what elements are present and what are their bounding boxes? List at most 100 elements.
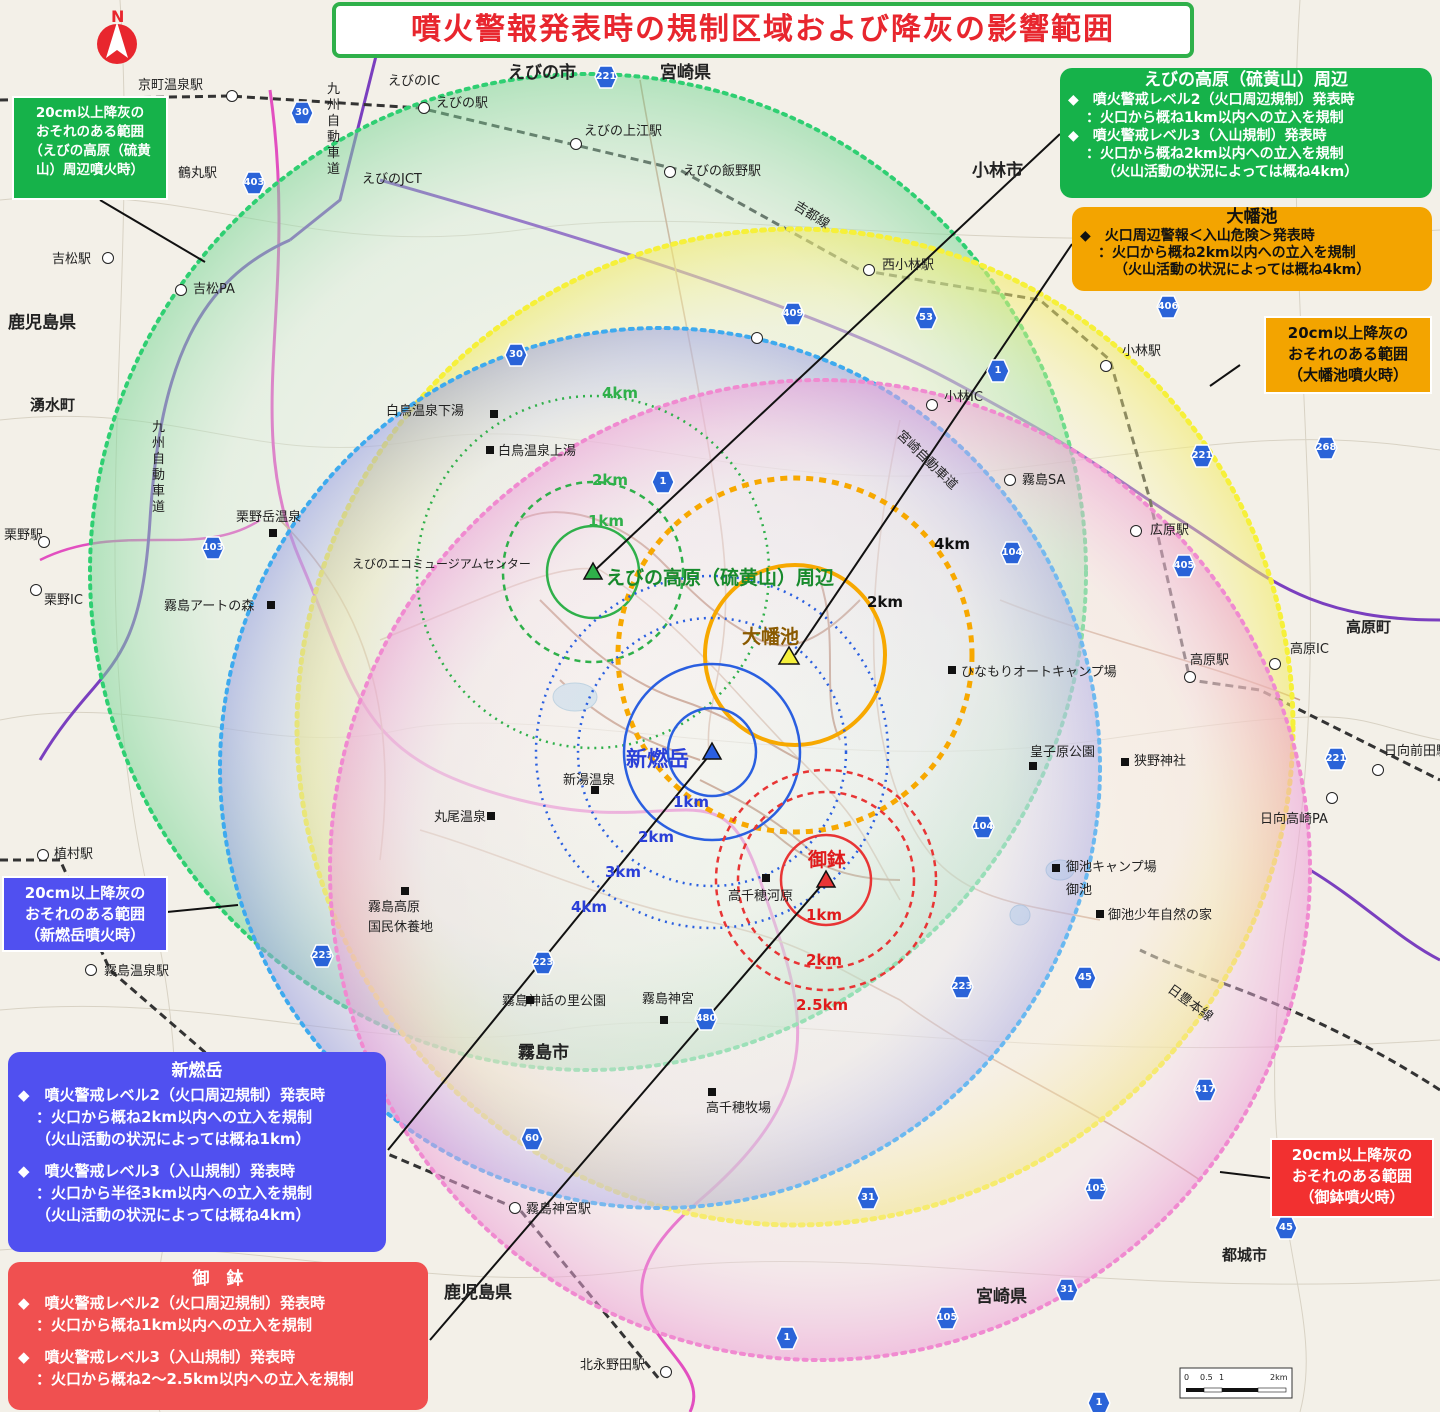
station-marker-icon <box>30 584 42 596</box>
shinmoe-crater-marker <box>701 741 723 760</box>
route-shield-icon: 31 <box>856 1186 880 1210</box>
route-shield-icon: 1 <box>1087 1391 1111 1412</box>
place-kogoharu: 皇子原公園 <box>1030 745 1096 760</box>
route-shield-icon: 268 <box>1314 436 1338 460</box>
station-marker-icon <box>85 964 97 976</box>
place-art-mori: 霧島アートの森 <box>164 599 255 614</box>
scale-bar <box>1179 1367 1293 1399</box>
place-kobayashi-city: 小林市 <box>972 161 1023 181</box>
km-shinmoe-1: 1km <box>673 793 710 811</box>
info-box-ohata: 大幡池 ◆ 火口周辺警報＜入山危険＞発表時 ：火口から概ね2km以内への立入を規… <box>1072 207 1432 291</box>
station-marker-icon <box>1184 671 1196 683</box>
leader-lines <box>99 133 1271 1341</box>
place-hinamori: ひなもりオートキャンプ場 <box>961 665 1117 680</box>
ohachi-crater-marker <box>815 869 837 888</box>
place-miike-camp: 御池キャンプ場 <box>1066 860 1157 875</box>
km-ohata-2: 2km <box>867 593 904 611</box>
station-marker-icon <box>509 1202 521 1214</box>
route-shield-icon: 30 <box>290 101 314 125</box>
route-shield-icon: 223 <box>950 975 974 999</box>
place-miyazaki-ken-2: 宮崎県 <box>976 1287 1027 1307</box>
scale-05: 0.5 <box>1200 1373 1213 1382</box>
station-marker-icon <box>863 264 875 276</box>
station-marker-icon <box>38 536 50 548</box>
km-ebino-1: 1km <box>588 512 625 530</box>
scale-2km: 2km <box>1270 1373 1288 1382</box>
place-kurino-ic: 栗野IC <box>44 593 83 608</box>
facility-marker-icon <box>1121 758 1129 766</box>
ebino-ring-2km <box>501 480 685 664</box>
km-ohachi-2: 2km <box>806 951 843 969</box>
route-shield-icon: 30 <box>504 343 528 367</box>
place-jingu-st: 霧島神宮駅 <box>526 1202 592 1217</box>
route-shield-icon: 417 <box>1193 1078 1217 1102</box>
ebino-crater-marker <box>582 561 604 580</box>
ash-label-ohachi: 20cm以上降灰の おそれのある範囲 （御鉢噴火時） <box>1270 1138 1434 1218</box>
scale-1: 1 <box>1219 1373 1225 1382</box>
route-shield-icon: 221 <box>1190 444 1214 468</box>
ebino-ring-4km <box>415 394 771 750</box>
place-kyushu-exp-2: 九州自動車道 <box>152 420 166 515</box>
km-ohachi-25: 2.5km <box>796 996 849 1014</box>
route-shield-icon: 1 <box>986 359 1010 383</box>
route-shield-icon: 45 <box>1073 966 1097 990</box>
route-shield-icon: 105 <box>935 1306 959 1330</box>
ohata-ring-4km <box>615 475 975 835</box>
place-kobayashi-st: 小林駅 <box>1122 344 1162 359</box>
route-shield-icon: 1 <box>775 1326 799 1350</box>
facility-marker-icon <box>1052 864 1060 872</box>
facility-marker-icon <box>269 529 277 537</box>
route-shield-icon: 45 <box>1274 1216 1298 1240</box>
km-ohata-4: 4km <box>934 535 971 553</box>
km-shinmoe-4: 4km <box>571 898 608 916</box>
route-shield-icon: 53 <box>914 306 938 330</box>
km-ohachi-1: 1km <box>806 906 843 924</box>
volcano-label-shinmoe: 新燃岳 <box>626 747 689 771</box>
place-nishikobayashi: 西小林駅 <box>882 258 935 273</box>
station-marker-icon <box>1130 525 1142 537</box>
place-kyushu-exp: 九州自動車道 <box>327 82 341 177</box>
place-ebino-kamie: えびの上江駅 <box>584 124 663 139</box>
route-shield-icon: 221 <box>594 65 618 89</box>
route-shield-icon: 223 <box>310 944 334 968</box>
facility-marker-icon <box>490 410 498 418</box>
route-shield-icon: 406 <box>1156 295 1180 319</box>
place-kurino-onsen: 栗野岳温泉 <box>236 510 302 525</box>
info-box-ebino-title: えびの高原（硫黄山）周辺 <box>1144 70 1348 90</box>
facility-marker-icon <box>660 1016 668 1024</box>
km-shinmoe-3: 3km <box>605 863 642 881</box>
station-marker-icon <box>926 399 938 411</box>
facility-marker-icon <box>708 1088 716 1096</box>
station-marker-icon <box>1004 474 1016 486</box>
railway-nippo-line <box>0 858 662 1381</box>
place-kirishima-kogen: 霧島高原 <box>368 900 421 915</box>
facility-marker-icon <box>401 887 409 895</box>
station-marker-icon <box>664 166 676 178</box>
place-takaharu-st: 高原駅 <box>1190 653 1230 668</box>
place-sano-jinja: 狭野神社 <box>1134 754 1187 769</box>
station-marker-icon <box>751 332 763 344</box>
km-ebino-4: 4km <box>602 384 639 402</box>
place-kagoshima-ken-2: 鹿児島県 <box>444 1283 512 1303</box>
place-shiratori-shimo: 白鳥温泉下湯 <box>386 404 465 419</box>
info-box-shinmoe: 新燃岳 ◆ 噴火警戒レベル2（火口周辺規制）発表時 ：火口から概ね2km以内への… <box>8 1052 386 1252</box>
facility-marker-icon <box>591 786 599 794</box>
place-kirishima-sa: 霧島SA <box>1022 473 1066 488</box>
place-hiroharu: 広原駅 <box>1150 523 1190 538</box>
place-hyuga-takasaki: 日向高崎PA <box>1260 812 1328 827</box>
place-ebino-iimure: えびの飯野駅 <box>683 164 762 179</box>
route-shield-icon: 1 <box>651 470 675 494</box>
route-shield-icon: 223 <box>531 951 555 975</box>
place-ebino-ic: えびのIC <box>388 74 440 89</box>
station-marker-icon <box>570 138 582 150</box>
place-kokumin: 国民休養地 <box>368 920 434 935</box>
shinmoe-ring-3km <box>576 616 848 888</box>
place-shinwa: 霧島神話の里公園 <box>502 994 607 1009</box>
place-yoshimatsu: 吉松駅 <box>52 252 92 267</box>
facility-marker-icon <box>486 446 494 454</box>
place-maruo: 丸尾温泉 <box>434 810 487 825</box>
place-miike: 御池 <box>1066 883 1093 898</box>
north-arrow-icon <box>97 22 137 64</box>
facility-marker-icon <box>762 874 770 882</box>
